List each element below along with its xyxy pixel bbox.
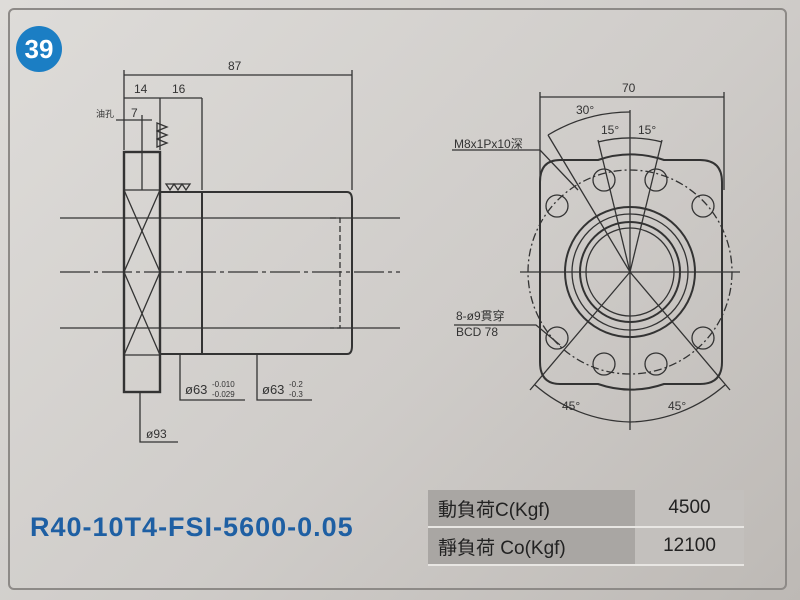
dia-body: ø63 (262, 382, 284, 397)
body-tol-upper: -0.2 (289, 380, 303, 389)
tap-label: M8x1Px10深 (454, 137, 523, 151)
oil-hole-dim: 7 (131, 106, 138, 120)
load-rating-table: 動負荷C(Kgf)4500 靜負荷 Co(Kgf)12100 (428, 490, 744, 566)
bcd-label: BCD 78 (456, 325, 498, 339)
item-number-badge: 39 (16, 26, 62, 72)
angle-45-left: 45° (562, 399, 580, 413)
angle-45-right: 45° (668, 399, 686, 413)
dim-b: 16 (172, 82, 186, 96)
fit-tol-upper: -0.010 (212, 380, 235, 389)
body-tol-lower: -0.3 (289, 390, 303, 399)
dynamic-load-label: 動負荷C(Kgf) (428, 490, 635, 528)
table-row: 動負荷C(Kgf)4500 (428, 490, 744, 528)
oil-hole-label: 油孔 (96, 108, 114, 119)
angle-15-right: 15° (638, 123, 656, 137)
dim-total: 87 (228, 59, 242, 73)
holes-label: 8-ø9貫穿 (456, 308, 505, 323)
model-number: R40-10T4-FSI-5600-0.05 (30, 512, 354, 542)
side-view: 87 14 16 油孔 7 ø93 ø63 -0.010 -0.029 ø63 … (60, 59, 400, 443)
dynamic-load-value: 4500 (635, 490, 744, 528)
table-row: 靜負荷 Co(Kgf)12100 (428, 527, 744, 566)
dim-a: 14 (134, 82, 148, 96)
angle-15-left: 15° (601, 123, 619, 137)
static-load-label: 靜負荷 Co(Kgf) (428, 527, 635, 566)
fit-tol-lower: -0.029 (212, 390, 235, 399)
dia-flange: ø93 (146, 427, 167, 441)
front-view: 70 30° 15° 15° M8x1Px10深 8-ø9貫穿 BCD 78 4… (452, 81, 740, 430)
static-load-value: 12100 (635, 527, 744, 566)
front-width: 70 (622, 81, 636, 95)
page-frame (8, 8, 787, 590)
dia-fit: ø63 (185, 382, 207, 397)
angle-30: 30° (576, 103, 594, 117)
